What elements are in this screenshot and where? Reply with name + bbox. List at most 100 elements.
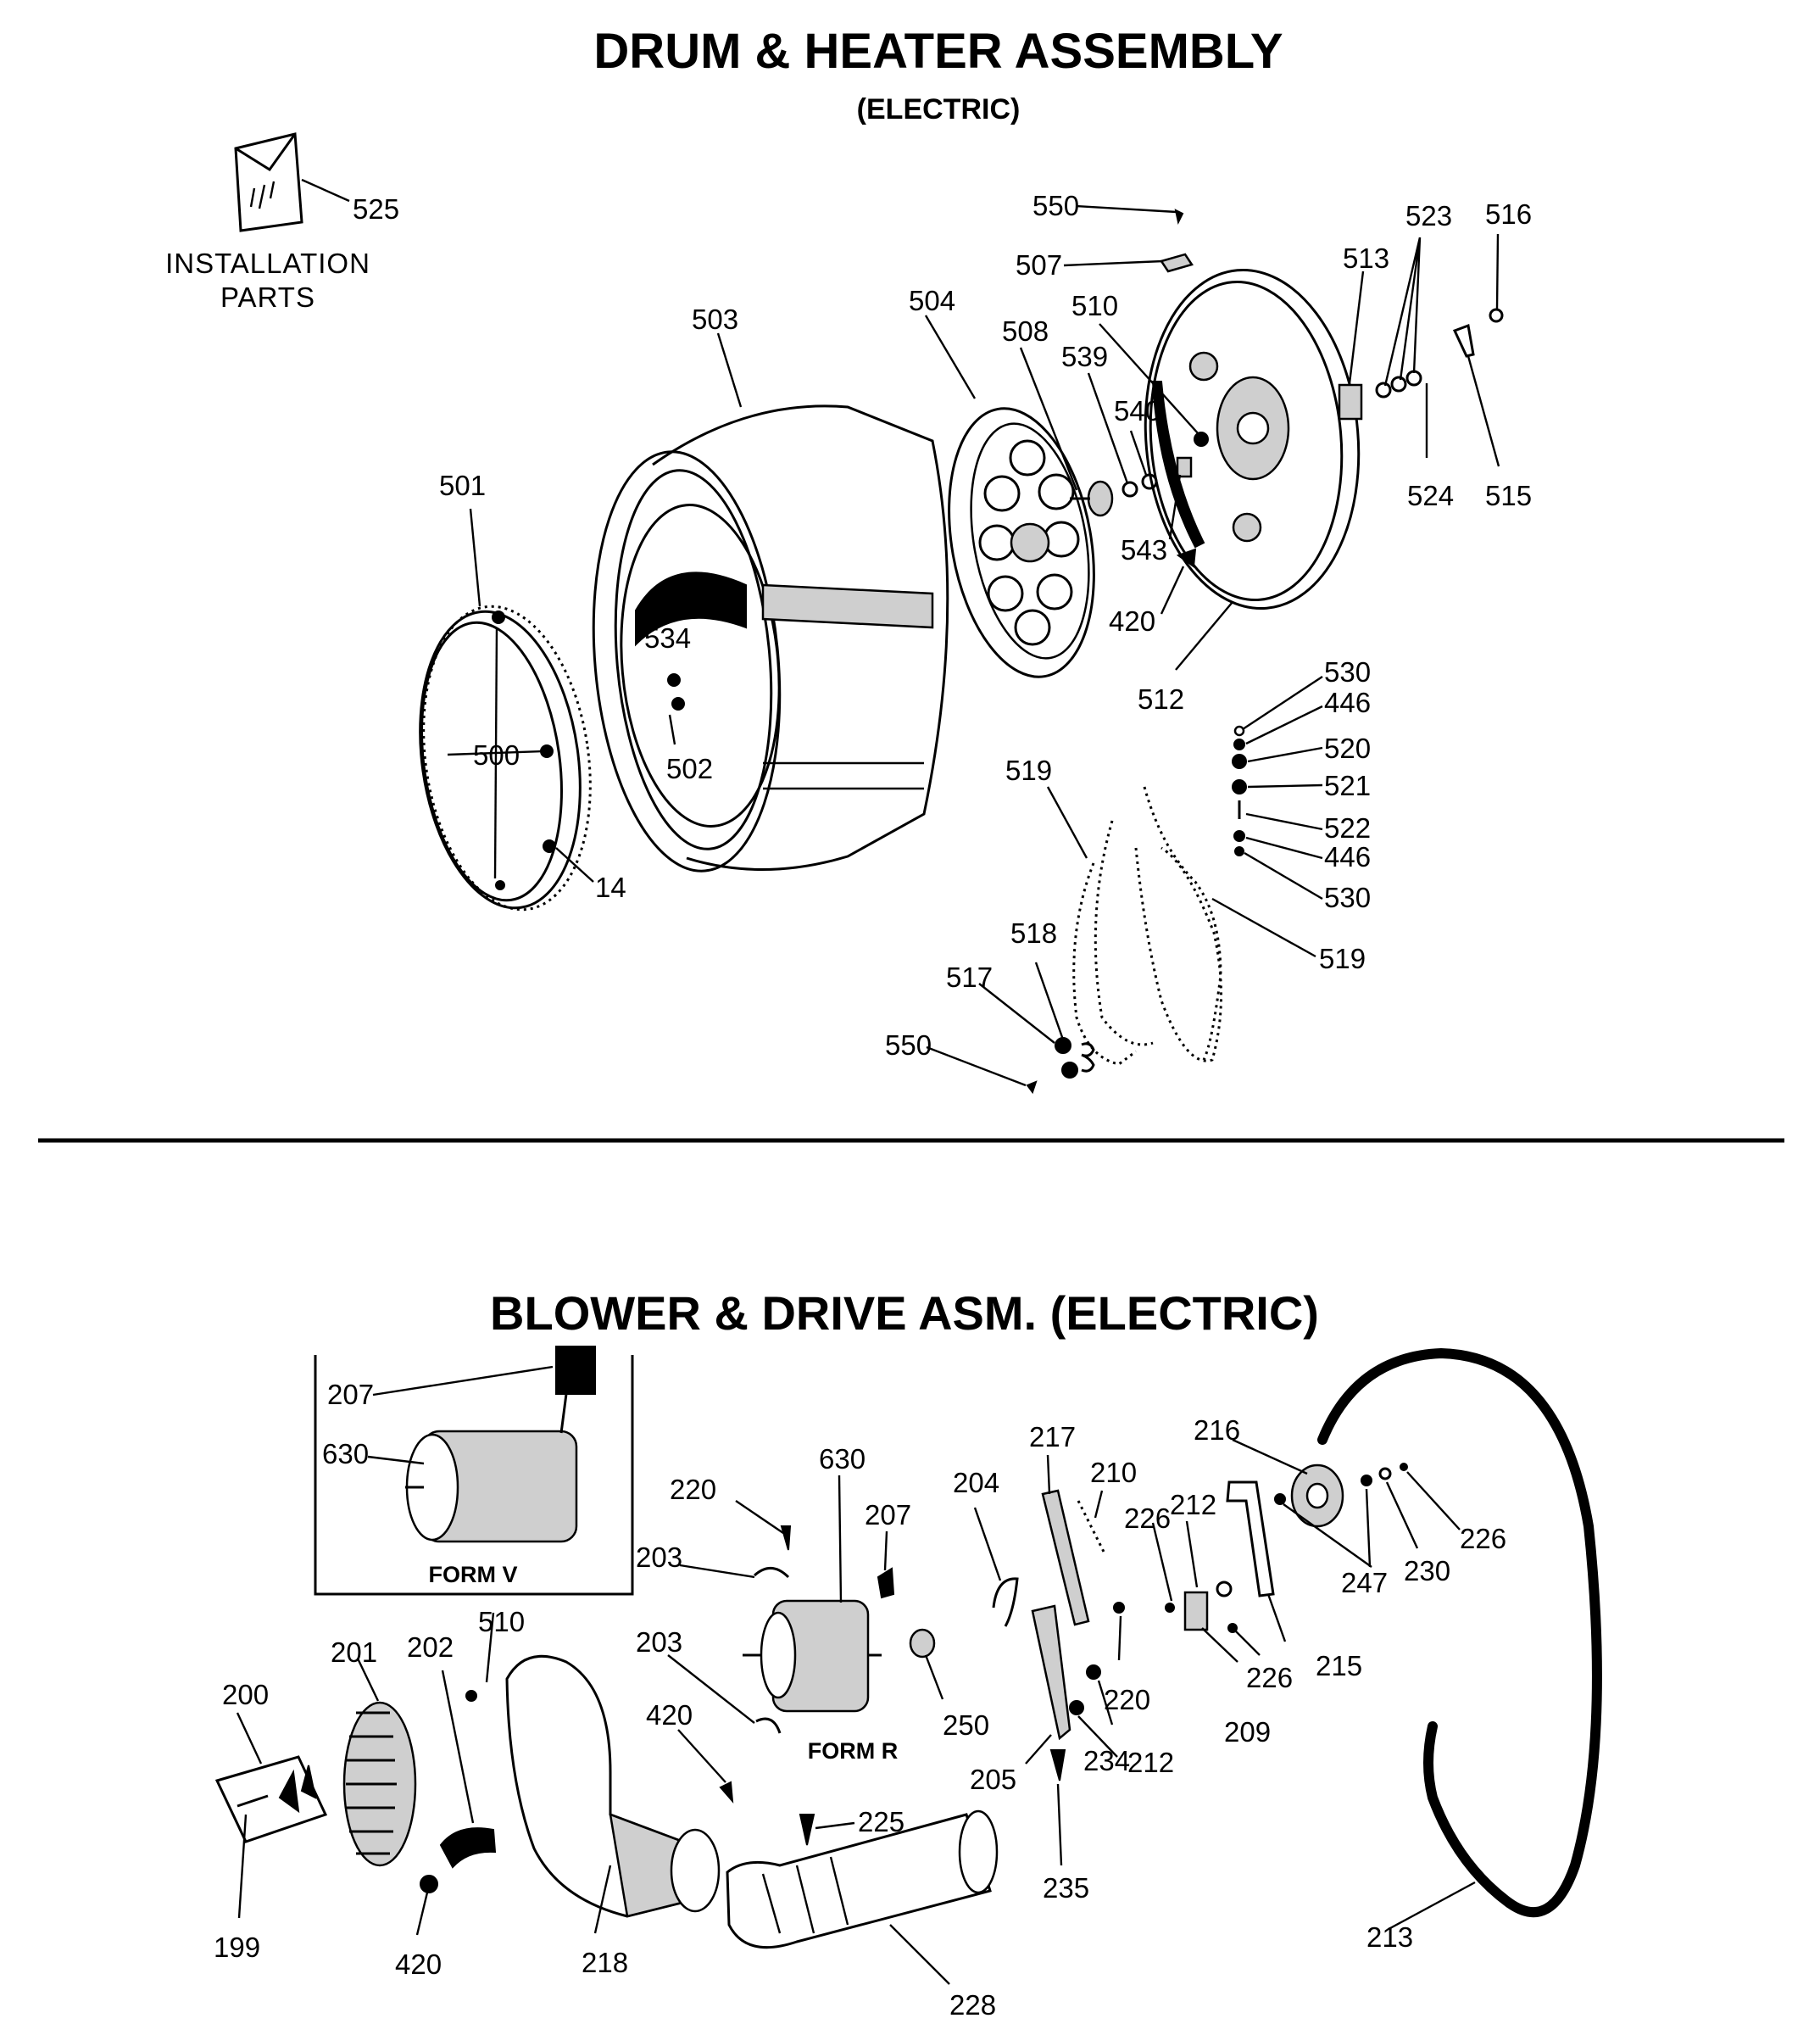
part-420b-screw-icon: [719, 1781, 734, 1804]
label-523: 523: [1405, 200, 1452, 231]
part-517-icon: [1055, 1037, 1071, 1054]
label-226-right: 226: [1460, 1523, 1506, 1554]
part-226b-icon: [1227, 1623, 1238, 1633]
label-519-right: 519: [1319, 943, 1366, 974]
label-446-top: 446: [1324, 687, 1371, 718]
label-540: 540: [1114, 395, 1160, 427]
blower-wheel-icon: [342, 1701, 417, 1867]
idler-pulley-icon: [1290, 1464, 1344, 1528]
part-212b-icon: [1216, 1581, 1233, 1597]
label-218: 218: [582, 1947, 628, 1978]
label-446-bottom: 446: [1324, 841, 1371, 873]
label-201: 201: [331, 1636, 377, 1668]
blower-title: BLOWER & DRIVE ASM. (ELECTRIC): [490, 1286, 1319, 1340]
installation-parts-label-1: INSTALLATION: [165, 248, 370, 279]
label-220-top: 220: [670, 1474, 716, 1505]
drum-shaft-icon: [1070, 473, 1158, 517]
rear-bulkhead-icon: [948, 407, 1095, 678]
label-524: 524: [1407, 480, 1454, 511]
part-516-icon: [1489, 308, 1504, 323]
label-630-form-r: 630: [819, 1443, 865, 1475]
label-510-blower: 510: [478, 1606, 525, 1637]
label-520: 520: [1324, 733, 1371, 764]
part-510-icon: [1194, 432, 1209, 447]
part-247-icon: [1274, 1493, 1286, 1505]
part-226c-icon: [1400, 1463, 1408, 1471]
label-516: 516: [1485, 198, 1532, 230]
part-550b-icon: [1026, 1080, 1038, 1095]
form-v-inset-box: [314, 1355, 634, 1596]
label-525: 525: [353, 193, 399, 225]
label-534: 534: [644, 622, 691, 654]
part-420-screw-icon: [420, 1875, 438, 1893]
form-r-motor-icon: [743, 1599, 882, 1713]
drum-front-ring-icon: [419, 605, 592, 912]
part-234-icon: [1069, 1700, 1084, 1715]
label-420: 420: [1109, 605, 1155, 637]
drive-belt-icon: [1317, 1347, 1602, 1918]
label-199: 199: [214, 1932, 260, 1963]
part-247b-icon: [1361, 1475, 1372, 1486]
form-v-motor-icon: [405, 1346, 596, 1543]
part-200-clip-icon: [278, 1769, 300, 1814]
part-523b-icon: [1390, 376, 1407, 393]
label-205: 205: [970, 1764, 1016, 1795]
label-203-top: 203: [636, 1542, 682, 1573]
label-530-top: 530: [1324, 656, 1371, 688]
label-510: 510: [1071, 290, 1118, 321]
label-519-left: 519: [1005, 755, 1052, 786]
label-515: 515: [1485, 480, 1532, 511]
label-550-bottom: 550: [885, 1029, 932, 1061]
label-212-bottom: 212: [1127, 1747, 1174, 1778]
part-204-clip-icon: [992, 1577, 1019, 1627]
rear-panel-icon: [1144, 268, 1361, 610]
part-212-nut-icon: [1086, 1664, 1101, 1680]
part-517b-icon: [1061, 1062, 1078, 1079]
part-515-icon: [1452, 323, 1475, 358]
part-250-icon: [909, 1628, 936, 1659]
part-225-screw-icon: [799, 1814, 815, 1846]
part-210-spring-icon: [1077, 1500, 1105, 1553]
label-517: 517: [946, 962, 993, 993]
drum-subtitle: (ELECTRIC): [857, 93, 1021, 125]
part-510-screw-icon: [465, 1690, 477, 1702]
label-518: 518: [1010, 917, 1057, 949]
part-507-icon: [1160, 253, 1194, 273]
part-203b-clip-icon: [755, 1717, 782, 1734]
form-r-label: FORM R: [808, 1738, 898, 1764]
part-200-clip2-icon: [300, 1765, 317, 1799]
part-205-bracket-icon: [1031, 1604, 1071, 1741]
part-235-screw-icon: [1049, 1749, 1066, 1781]
label-530-bottom: 530: [1324, 882, 1371, 913]
part-200-bracket-icon: [214, 1755, 328, 1843]
label-247: 247: [1341, 1567, 1388, 1598]
label-508: 508: [1002, 315, 1049, 347]
drum-icon: [592, 404, 949, 873]
label-203-bottom: 203: [636, 1626, 682, 1658]
part-207-clip-icon: [877, 1567, 895, 1599]
part-513-icon: [1338, 383, 1363, 421]
label-543: 543: [1121, 534, 1167, 566]
label-503: 503: [692, 304, 738, 335]
label-522: 522: [1324, 812, 1371, 844]
part-215-arm-icon: [1226, 1480, 1275, 1597]
label-207-form-v: 207: [327, 1379, 374, 1410]
label-630-form-v: 630: [322, 1438, 369, 1469]
label-250: 250: [943, 1709, 989, 1741]
label-14: 14: [595, 872, 626, 903]
part-543-icon: [1176, 456, 1193, 478]
exhaust-duct-icon: [726, 1809, 999, 1949]
part-226a-icon: [1165, 1603, 1175, 1613]
label-420-bottom: 420: [395, 1949, 442, 1980]
part-199-screw-icon: [237, 1794, 269, 1808]
label-539: 539: [1061, 341, 1108, 372]
label-225: 225: [858, 1806, 904, 1837]
label-507: 507: [1016, 249, 1062, 281]
label-215: 215: [1316, 1650, 1362, 1681]
label-210: 210: [1090, 1457, 1137, 1488]
label-200: 200: [222, 1679, 269, 1710]
label-234: 234: [1083, 1745, 1130, 1776]
label-501: 501: [439, 470, 486, 501]
label-202: 202: [407, 1631, 454, 1663]
